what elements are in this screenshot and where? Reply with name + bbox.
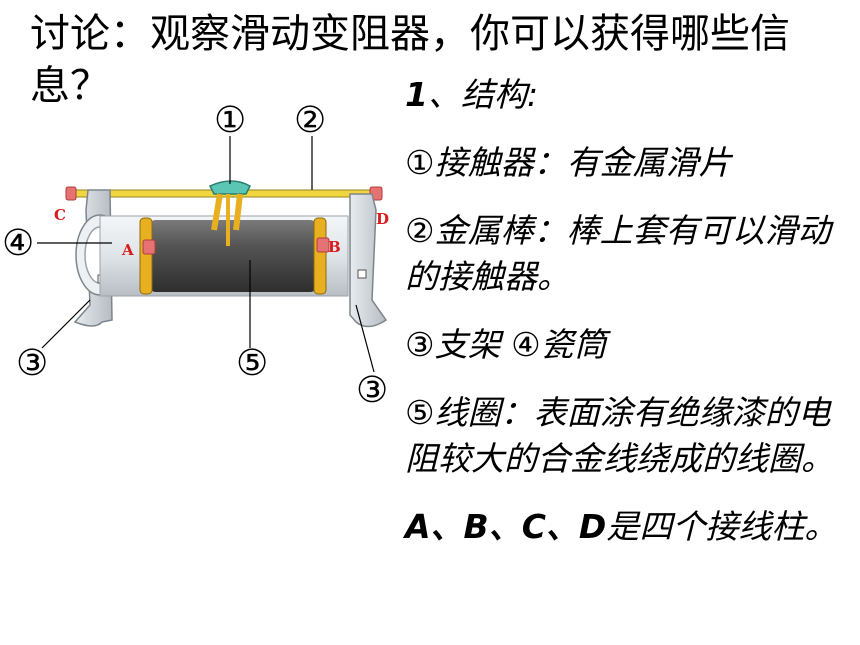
rheostat-diagram: C D A B ① ② ④ ③ ⑤ ③ <box>2 100 389 411</box>
page-title: 讨论：观察滑动变阻器，你可以获得哪些信息？ <box>30 11 790 109</box>
note-coil: ⑤线圈：表面涂有绝缘漆的电阻较大的合金线绕成的线圈。 <box>405 393 834 478</box>
coil <box>148 220 318 292</box>
note-terminals: A、B、C、D是四个接线柱。 <box>405 504 845 550</box>
callout-rod: ② <box>294 100 326 141</box>
terminal-b-clamp <box>313 217 330 295</box>
callout-contact: ① <box>214 100 246 141</box>
slider-contact <box>208 180 251 246</box>
terminal-d-label: D <box>376 210 389 228</box>
callout-tube: ④ <box>2 223 34 264</box>
terminal-text: 是四个接线柱。 <box>606 507 838 546</box>
callout-coil: ⑤ <box>236 343 268 384</box>
terminal-b-label: B <box>328 238 341 256</box>
terminal-a-clamp <box>139 217 156 295</box>
note-stand-tube: ③支架 ④瓷筒 <box>405 325 607 364</box>
right-stand <box>349 193 388 328</box>
note-contact: ①接触器：有金属滑片 <box>405 143 732 182</box>
notes-heading: 1、结构: <box>405 72 845 118</box>
leader-lines <box>37 136 375 373</box>
terminal-a-label: A <box>121 241 134 259</box>
note-rod: ②金属棒：棒上套有可以滑动的接触器。 <box>405 211 831 296</box>
terminal-letters: A、B、C、D <box>405 507 607 546</box>
callout-stand-left: ③ <box>16 343 48 384</box>
heading-number: 1 <box>405 75 428 114</box>
structure-notes: 1、结构: ①接触器：有金属滑片 ②金属棒：棒上套有可以滑动的接触器。 ③支架 … <box>405 72 845 550</box>
callout-stand-right: ③ <box>356 370 388 411</box>
terminal-c-label: C <box>54 206 66 224</box>
heading-text: 、结构: <box>427 75 539 114</box>
